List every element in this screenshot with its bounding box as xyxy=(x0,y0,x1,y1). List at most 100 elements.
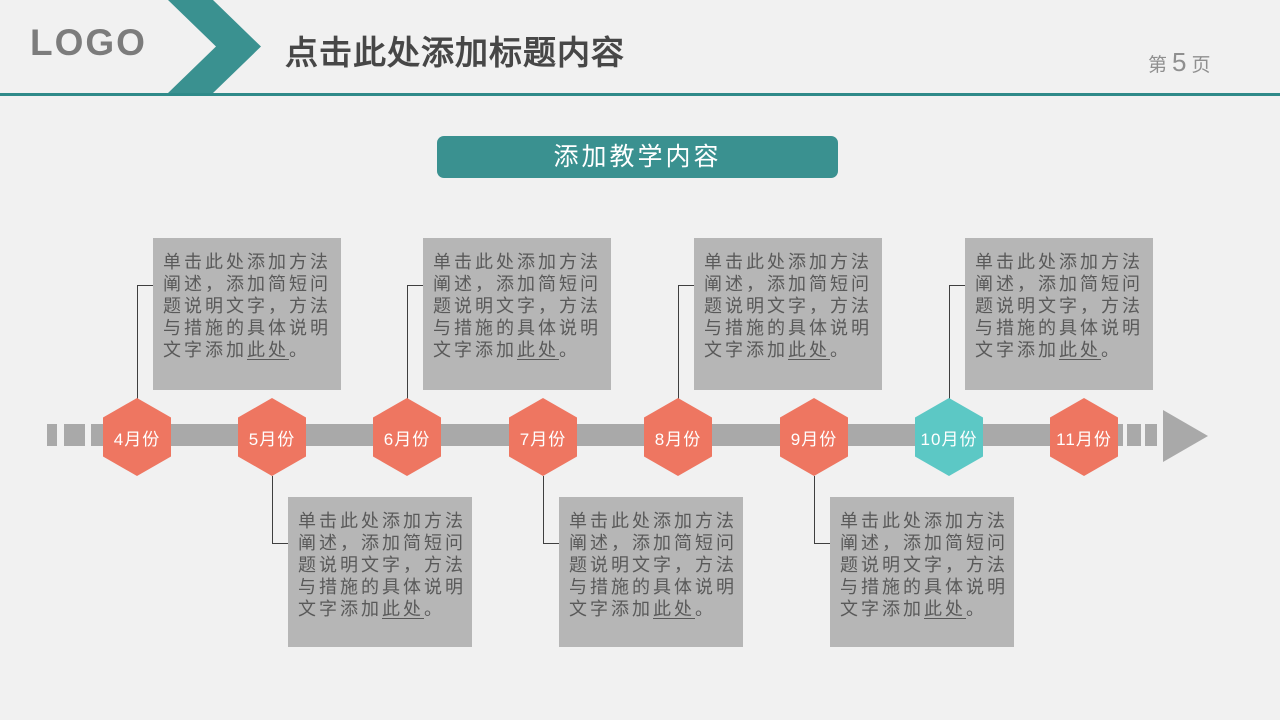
note-line: 题说明文字，方法 xyxy=(840,555,1008,575)
connector-line xyxy=(137,285,154,399)
page-title: 点击此处添加标题内容 xyxy=(285,34,625,71)
method-note-box: 单击此处添加方法阐述，添加简短问题说明文字，方法与措施的具体说明文字添加此处。 xyxy=(153,238,341,390)
note-text: 此处 xyxy=(924,599,966,619)
page-number-prefix: 第 xyxy=(1148,55,1168,76)
page-number-value: 5 xyxy=(1172,47,1187,77)
note-text: 。 xyxy=(1101,340,1122,360)
note-line: 题说明文字，方法 xyxy=(569,555,737,575)
page-number-suffix: 页 xyxy=(1191,55,1211,76)
connector-line xyxy=(678,285,695,399)
note-line: 单击此处添加方法 xyxy=(975,252,1143,272)
timeline-dash xyxy=(47,424,57,446)
note-line: 阐述，添加简短问 xyxy=(975,274,1143,294)
note-line: 文字添加此处。 xyxy=(704,339,874,361)
note-line: 文字添加此处。 xyxy=(433,339,603,361)
note-line: 题说明文字，方法 xyxy=(298,555,466,575)
month-hexagon: 5月份 xyxy=(238,398,306,476)
month-label: 8月份 xyxy=(654,429,702,449)
note-text: 文字添加 xyxy=(433,340,517,360)
method-note-box: 单击此处添加方法阐述，添加简短问题说明文字，方法与措施的具体说明文字添加此处。 xyxy=(965,238,1153,390)
note-line: 单击此处添加方法 xyxy=(433,252,601,272)
connector-line xyxy=(814,476,831,544)
note-text: 此处 xyxy=(653,599,695,619)
note-text: 此处 xyxy=(788,340,830,360)
note-text: 。 xyxy=(695,599,716,619)
note-line: 单击此处添加方法 xyxy=(840,511,1008,531)
note-line: 题说明文字，方法 xyxy=(163,296,331,316)
note-line: 与措施的具体说明 xyxy=(298,577,466,597)
note-text: 。 xyxy=(424,599,445,619)
method-note-box: 单击此处添加方法阐述，添加简短问题说明文字，方法与措施的具体说明文字添加此处。 xyxy=(559,497,743,647)
month-hexagon: 4月份 xyxy=(103,398,171,476)
note-line: 阐述，添加简短问 xyxy=(569,533,737,553)
method-note-box: 单击此处添加方法阐述，添加简短问题说明文字，方法与措施的具体说明文字添加此处。 xyxy=(830,497,1014,647)
connector-line xyxy=(949,285,966,399)
note-text: 。 xyxy=(559,340,580,360)
note-text: 。 xyxy=(830,340,851,360)
note-text: 。 xyxy=(289,340,310,360)
note-line: 题说明文字，方法 xyxy=(704,296,872,316)
note-line: 文字添加此处。 xyxy=(163,339,333,361)
note-line: 与措施的具体说明 xyxy=(704,318,872,338)
page-number: 第 5 页 xyxy=(1148,47,1238,78)
chevron-right-icon xyxy=(168,0,261,93)
month-label: 11月份 xyxy=(1056,429,1112,449)
connector-line xyxy=(272,476,289,544)
month-label: 7月份 xyxy=(519,429,567,449)
note-line: 与措施的具体说明 xyxy=(840,577,1008,597)
month-hexagon: 6月份 xyxy=(373,398,441,476)
note-text: 文字添加 xyxy=(298,599,382,619)
month-label: 5月份 xyxy=(248,429,296,449)
note-line: 与措施的具体说明 xyxy=(163,318,331,338)
note-line: 阐述，添加简短问 xyxy=(163,274,331,294)
note-line: 单击此处添加方法 xyxy=(298,511,466,531)
note-line: 与措施的具体说明 xyxy=(433,318,601,338)
note-line: 题说明文字，方法 xyxy=(975,296,1143,316)
method-note-box: 单击此处添加方法阐述，添加简短问题说明文字，方法与措施的具体说明文字添加此处。 xyxy=(423,238,611,390)
timeline-dash xyxy=(64,424,85,446)
section-banner: 添加教学内容 xyxy=(437,136,838,178)
timeline-dash xyxy=(1127,424,1141,446)
note-text: 。 xyxy=(966,599,987,619)
note-line: 阐述，添加简短问 xyxy=(704,274,872,294)
month-hexagon: 8月份 xyxy=(644,398,712,476)
month-hexagon: 11月份 xyxy=(1050,398,1118,476)
note-text: 此处 xyxy=(247,340,289,360)
method-note-box: 单击此处添加方法阐述，添加简短问题说明文字，方法与措施的具体说明文字添加此处。 xyxy=(288,497,472,647)
logo: LOGO xyxy=(30,22,147,63)
month-label: 10月份 xyxy=(920,429,978,449)
note-line: 阐述，添加简短问 xyxy=(840,533,1008,553)
month-label: 9月份 xyxy=(790,429,838,449)
timeline-bar xyxy=(113,424,1123,446)
header-divider xyxy=(0,93,1280,96)
note-line: 文字添加此处。 xyxy=(298,598,464,620)
timeline-arrowhead-icon xyxy=(1163,410,1208,462)
note-text: 此处 xyxy=(382,599,424,619)
note-line: 阐述，添加简短问 xyxy=(433,274,601,294)
note-text: 文字添加 xyxy=(975,340,1059,360)
note-text: 文字添加 xyxy=(569,599,653,619)
note-text: 此处 xyxy=(1059,340,1101,360)
method-note-box: 单击此处添加方法阐述，添加简短问题说明文字，方法与措施的具体说明文字添加此处。 xyxy=(694,238,882,390)
note-line: 文字添加此处。 xyxy=(840,598,1006,620)
note-line: 与措施的具体说明 xyxy=(975,318,1143,338)
note-line: 单击此处添加方法 xyxy=(569,511,737,531)
note-text: 文字添加 xyxy=(840,599,924,619)
note-line: 单击此处添加方法 xyxy=(163,252,331,272)
note-text: 文字添加 xyxy=(163,340,247,360)
note-line: 文字添加此处。 xyxy=(975,339,1145,361)
month-hexagon: 7月份 xyxy=(509,398,577,476)
note-line: 题说明文字，方法 xyxy=(433,296,601,316)
month-hexagon: 9月份 xyxy=(780,398,848,476)
note-line: 与措施的具体说明 xyxy=(569,577,737,597)
timeline-dash xyxy=(1145,424,1157,446)
note-text: 此处 xyxy=(517,340,559,360)
note-text: 文字添加 xyxy=(704,340,788,360)
month-label: 6月份 xyxy=(383,429,431,449)
connector-line xyxy=(407,285,424,399)
note-line: 阐述，添加简短问 xyxy=(298,533,466,553)
month-hexagon: 10月份 xyxy=(915,398,983,476)
note-line: 文字添加此处。 xyxy=(569,598,735,620)
month-label: 4月份 xyxy=(113,429,161,449)
